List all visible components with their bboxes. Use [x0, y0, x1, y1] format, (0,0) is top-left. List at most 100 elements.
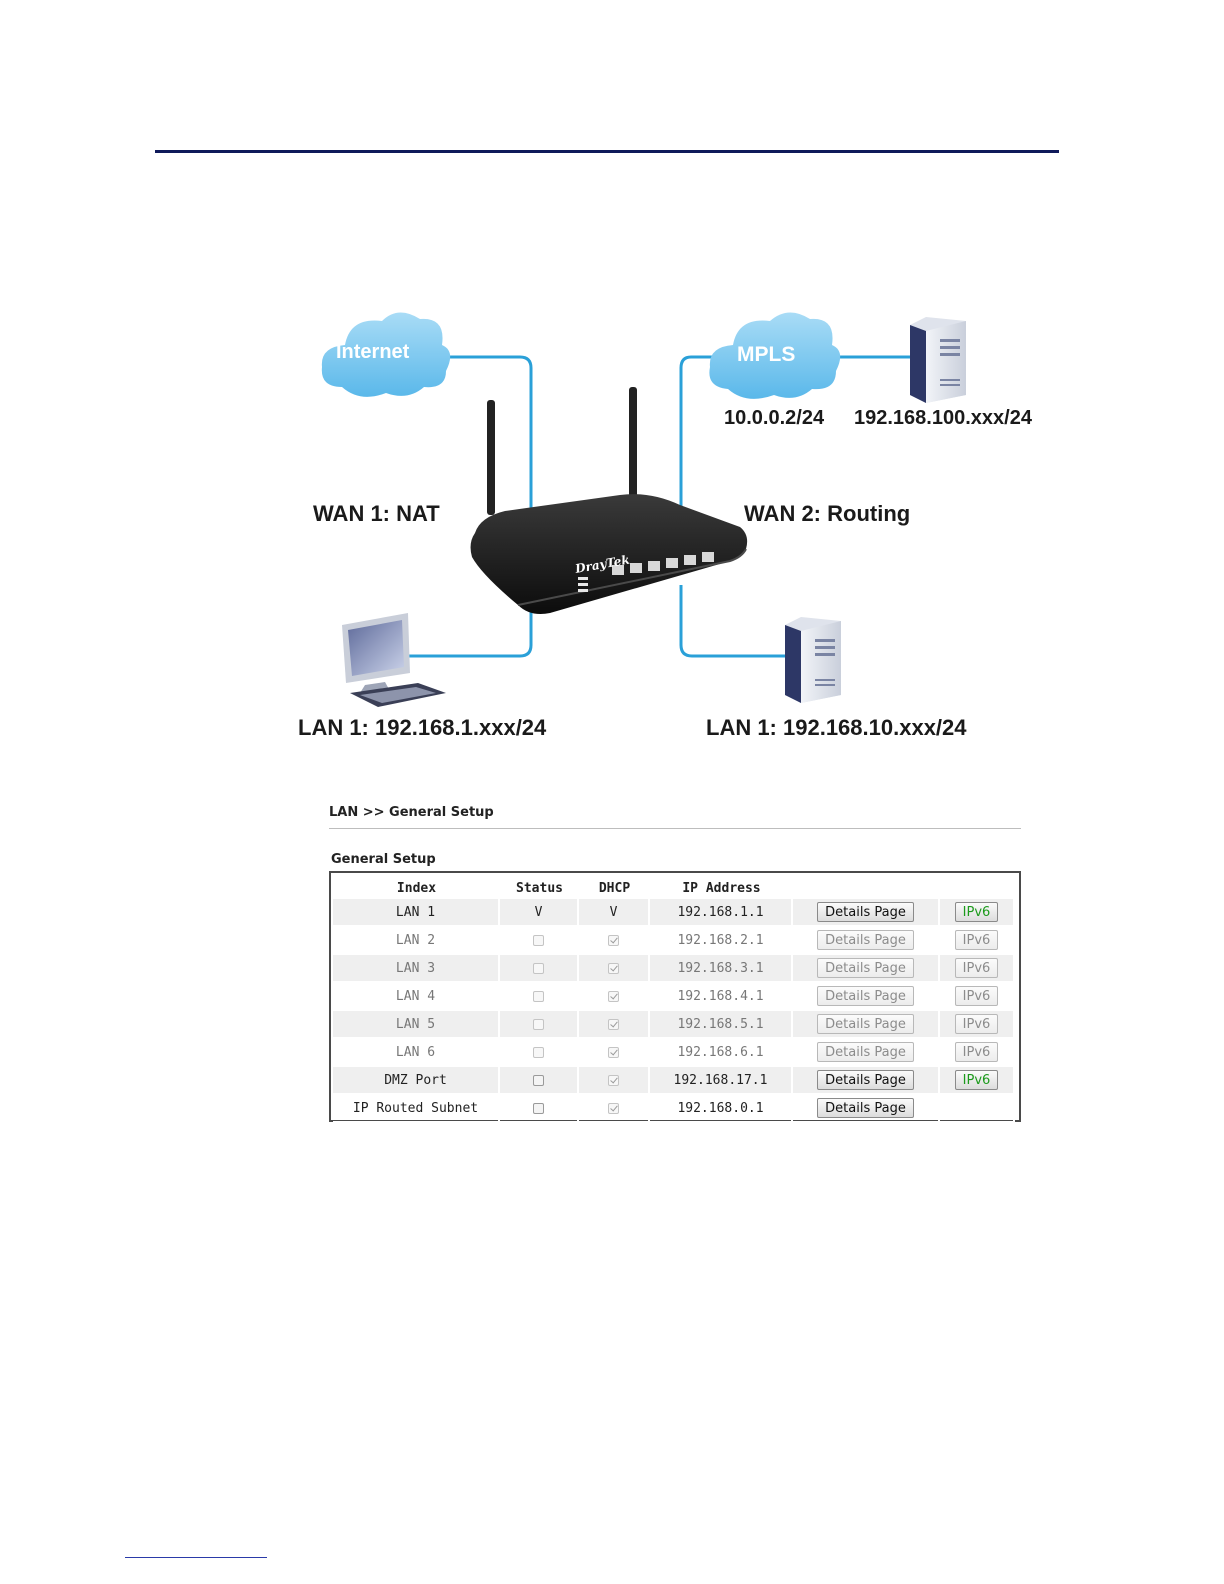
dhcp-checkbox[interactable]: [608, 1018, 619, 1030]
row-index: LAN 6: [333, 1039, 500, 1067]
ipv6-button[interactable]: IPv6: [954, 986, 999, 1006]
dhcp-checkbox[interactable]: [608, 962, 619, 974]
details-page-button[interactable]: Details Page: [817, 958, 914, 978]
ipv6-button[interactable]: IPv6: [954, 958, 999, 978]
details-page-button[interactable]: Details Page: [817, 1042, 914, 1062]
row-status: [500, 1095, 579, 1123]
row-index: IP Routed Subnet: [333, 1095, 500, 1123]
internet-cloud-icon: [321, 312, 451, 397]
row-ip: 192.168.6.1: [650, 1039, 793, 1067]
row-ipv6-cell: IPv6: [940, 983, 1015, 1011]
row-status: [500, 1011, 579, 1039]
mpls-cloud-icon: [709, 312, 841, 399]
status-checkbox[interactable]: [533, 1018, 544, 1030]
details-page-button[interactable]: Details Page: [817, 902, 914, 922]
pc-icon: [342, 613, 446, 707]
row-ip: 192.168.17.1: [650, 1067, 793, 1095]
status-checkbox[interactable]: [533, 990, 544, 1002]
table-row-lan4: LAN 4 192.168.4.1 Details Page IPv6: [333, 983, 1015, 1011]
row-details-cell: Details Page: [793, 955, 940, 983]
row-index: LAN 3: [333, 955, 500, 983]
mpls-label: MPLS: [737, 343, 796, 366]
row-ipv6-cell: IPv6: [940, 1067, 1015, 1095]
ipv6-button[interactable]: IPv6: [954, 1042, 999, 1062]
status-checkbox[interactable]: [533, 1074, 544, 1086]
table-row-lan2: LAN 2 192.168.2.1 Details Page IPv6: [333, 927, 1015, 955]
ipv6-button[interactable]: IPv6: [954, 930, 999, 950]
dhcp-checkbox[interactable]: [608, 934, 619, 946]
details-page-button[interactable]: Details Page: [817, 930, 914, 950]
network-diagram: DrayTek Internet MPLS 10.0.0.2/24 192.16…: [290, 295, 1050, 765]
table-row-lan3: LAN 3 192.168.3.1 Details Page IPv6: [333, 955, 1015, 983]
row-index: LAN 4: [333, 983, 500, 1011]
row-status: [500, 927, 579, 955]
row-status: [500, 955, 579, 983]
status-checkbox[interactable]: [533, 1102, 544, 1114]
row-details-cell: Details Page: [793, 983, 940, 1011]
row-dhcp: [579, 927, 650, 955]
network-diagram-svg: DrayTek: [321, 312, 966, 707]
row-ip: 192.168.3.1: [650, 955, 793, 983]
header-ip-address: IP Address: [682, 880, 761, 896]
wan2-label: WAN 2: Routing: [744, 501, 911, 526]
row-details-cell: Details Page: [793, 1011, 940, 1039]
table-row-lan5: LAN 5 192.168.5.1 Details Page IPv6: [333, 1011, 1015, 1039]
ipv6-button[interactable]: IPv6: [954, 1014, 999, 1034]
status-checkbox[interactable]: [533, 1046, 544, 1058]
row-dhcp: [579, 1039, 650, 1067]
header-index: Index: [396, 880, 437, 896]
row-index: LAN 1: [333, 899, 500, 927]
row-details-cell: Details Page: [793, 1039, 940, 1067]
dhcp-checkbox[interactable]: [608, 1102, 619, 1114]
breadcrumb-divider: [329, 828, 1021, 829]
header-details: [793, 877, 940, 899]
table-row-dmz-port: DMZ Port 192.168.17.1 Details Page IPv6: [333, 1067, 1015, 1095]
header-status: Status: [516, 880, 563, 896]
row-dhcp: [579, 955, 650, 983]
lan1-pc-label: LAN 1: 192.168.1.xxx/24: [298, 715, 547, 740]
ipv6-button[interactable]: IPv6: [954, 1070, 999, 1090]
row-ipv6-cell: IPv6: [940, 1039, 1015, 1067]
dhcp-checkbox[interactable]: [608, 1074, 619, 1086]
server-subnet-label: 192.168.100.xxx/24: [854, 407, 1032, 429]
general-setup-panel: Index Status DHCP IP Address LAN 1 V V 1…: [329, 871, 1021, 1123]
mpls-server-icon: [910, 317, 966, 403]
router-icon: DrayTek: [470, 387, 748, 614]
status-checkbox[interactable]: [533, 934, 544, 946]
breadcrumb: LAN >> General Setup: [329, 805, 494, 820]
link-internet: [440, 355, 533, 510]
row-ipv6-cell: IPv6: [940, 955, 1015, 983]
status-checkbox[interactable]: [533, 962, 544, 974]
row-index: LAN 5: [333, 1011, 500, 1039]
row-details-cell: Details Page: [793, 927, 940, 955]
row-status: [500, 1067, 579, 1095]
row-ipv6-cell: IPv6: [940, 927, 1015, 955]
header-ipv6: [940, 877, 1015, 899]
row-ip: 192.168.1.1: [650, 899, 793, 927]
row-ip: 192.168.0.1: [650, 1095, 793, 1123]
row-dhcp: [579, 1095, 650, 1123]
section-title: General Setup: [331, 852, 436, 867]
table-row-ip-routed-subnet: IP Routed Subnet 192.168.0.1 Details Pag…: [333, 1095, 1015, 1123]
row-ip: 192.168.5.1: [650, 1011, 793, 1039]
row-status: V: [500, 899, 579, 927]
row-ip: 192.168.4.1: [650, 983, 793, 1011]
dhcp-checkbox[interactable]: [608, 990, 619, 1002]
lan1-server-label: LAN 1: 192.168.10.xxx/24: [706, 715, 967, 740]
dhcp-checkbox[interactable]: [608, 1046, 619, 1058]
row-details-cell: Details Page: [793, 1067, 940, 1095]
details-page-button[interactable]: Details Page: [817, 1070, 914, 1090]
ipv6-button[interactable]: IPv6: [954, 902, 999, 922]
details-page-button[interactable]: Details Page: [817, 1098, 914, 1118]
footer-rule: [125, 1557, 267, 1558]
details-page-button[interactable]: Details Page: [817, 1014, 914, 1034]
row-status: [500, 983, 579, 1011]
row-index: LAN 2: [333, 927, 500, 955]
row-dhcp: [579, 1067, 650, 1095]
lan-server-icon: [785, 617, 841, 703]
table-row-lan6: LAN 6 192.168.6.1 Details Page IPv6: [333, 1039, 1015, 1067]
table-header-row: Index Status DHCP IP Address: [333, 877, 1015, 899]
details-page-button[interactable]: Details Page: [817, 986, 914, 1006]
link-mpls: [679, 355, 715, 510]
link-pc: [405, 605, 533, 658]
